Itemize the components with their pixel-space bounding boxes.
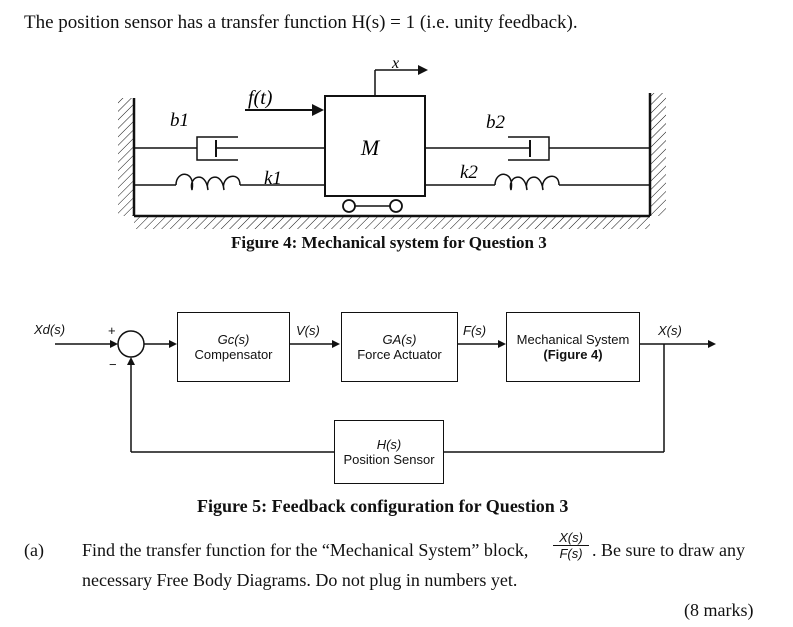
mechanical-system-block: Mechanical System (Figure 4): [506, 312, 640, 382]
force-actuator-block: GA(s) Force Actuator: [341, 312, 458, 382]
question-line1: Find the transfer function for the “Mech…: [82, 540, 529, 560]
damper-b1-cylinder: [196, 136, 238, 161]
mass-label: M: [360, 135, 381, 160]
floor-hatch: [134, 217, 650, 229]
sum-minus-sign: −: [109, 357, 117, 372]
k1-label: k1: [264, 168, 282, 189]
b1-label: b1: [170, 110, 189, 131]
compensator-block: Gc(s) Compensator: [177, 312, 290, 382]
transfer-function-fraction: X(s) F(s): [553, 531, 589, 561]
question-line1-end: . Be sure to draw any: [592, 540, 745, 560]
spring-k2: [494, 173, 560, 191]
actuator-name: Force Actuator: [357, 347, 442, 362]
displacement-label: x: [391, 55, 399, 72]
figure5-caption: Figure 5: Feedback configuration for Que…: [197, 496, 569, 516]
k2-label: k2: [460, 162, 478, 183]
b2-label: b2: [486, 112, 506, 133]
marks-label: (8 marks): [684, 600, 754, 620]
right-wall-hatch: [650, 93, 666, 216]
actuator-tf: GA(s): [382, 332, 417, 347]
fraction-denominator: F(s): [559, 546, 583, 561]
f-signal-label: F(s): [463, 323, 487, 338]
question-line2: necessary Free Body Diagrams. Do not plu…: [82, 570, 518, 590]
summing-junction: [117, 330, 145, 358]
v-signal-label: V(s): [296, 323, 320, 338]
compensator-tf: Gc(s): [217, 332, 250, 347]
intro-text: The position sensor has a transfer funct…: [24, 12, 578, 33]
position-sensor-block: H(s) Position Sensor: [334, 420, 444, 484]
x-signal-label: X(s): [658, 323, 682, 338]
mech-ref: (Figure 4): [543, 347, 603, 362]
sum-plus-sign: +: [108, 323, 116, 338]
sensor-tf: H(s): [376, 437, 402, 452]
displacement-arrow-head: [418, 65, 428, 75]
input-signal-label: Xd(s): [34, 322, 66, 337]
force-label: f(t): [248, 87, 273, 109]
left-wall-hatch: [118, 98, 134, 216]
compensator-name: Compensator: [194, 347, 273, 362]
fraction-numerator: X(s): [553, 531, 589, 546]
force-arrow-head: [312, 104, 324, 116]
sensor-name: Position Sensor: [343, 452, 435, 467]
mech-name: Mechanical System: [516, 332, 630, 347]
question-label: (a): [24, 540, 44, 560]
figure4-caption: Figure 4: Mechanical system for Question…: [231, 233, 547, 252]
spring-k1: [175, 173, 241, 191]
